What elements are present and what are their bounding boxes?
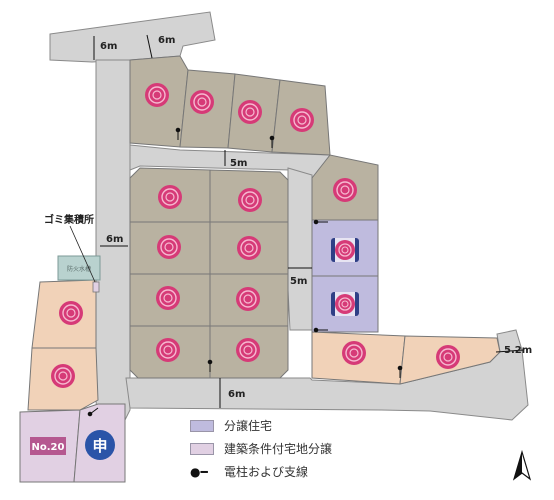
rose-icon (156, 338, 180, 362)
rose-icon (157, 235, 181, 259)
road-width-label: 5.2m (504, 345, 532, 356)
rose-icon (331, 238, 359, 262)
applied-badge-circle (85, 430, 115, 460)
lots-top-row (129, 55, 331, 156)
road-right-mid (287, 167, 313, 331)
garbage-spot (92, 281, 100, 293)
pole-icon (175, 127, 181, 140)
rose-icon (237, 236, 261, 260)
legend: 分譲住宅 建築条件付宅地分譲 ●━ 電柱および支線 (190, 414, 332, 483)
legend-swatch-sale-house (190, 419, 214, 432)
legend-label-sale-house: 分譲住宅 (224, 419, 273, 433)
rose-icon (333, 178, 357, 202)
rose-icon (145, 83, 169, 107)
rose-icon (156, 286, 180, 310)
dimension-lines (93, 34, 525, 408)
rose-icon (331, 292, 359, 316)
road-width-label: 6m (100, 41, 117, 52)
legend-label-conditional-land: 建築条件付宅地分譲 (224, 442, 333, 456)
rose-icon (436, 345, 460, 369)
lot-number-badge (30, 437, 66, 455)
rose-icon (238, 100, 262, 124)
rose-icon (158, 185, 182, 209)
garbage-collection-label: ゴミ集積所 (44, 213, 94, 226)
lots-center-block (129, 167, 289, 379)
lots-left (27, 279, 99, 411)
pole-icon (313, 219, 328, 225)
road-width-label: 6m (158, 35, 175, 46)
rose-icon (59, 301, 83, 325)
applied-badge-label: 申 (92, 437, 107, 455)
rose-markers (51, 83, 460, 388)
rose-icon (190, 90, 214, 114)
lots-right-column (311, 154, 379, 333)
fire-cistern-box (57, 255, 101, 281)
north-arrow-icon (512, 449, 532, 481)
roads (49, 11, 529, 431)
legend-label-utility-pole: 電柱および支線 (224, 465, 309, 479)
garbage-leader-line (69, 225, 96, 283)
legend-swatch-conditional-land (190, 442, 214, 455)
pole-icon (313, 327, 328, 333)
pole-icon (269, 135, 275, 148)
rose-icon (238, 188, 262, 212)
road-width-label: 5m (290, 276, 307, 287)
road-top (49, 11, 216, 63)
rose-icon (236, 338, 260, 362)
utility-pole-icon: ●━ (190, 464, 208, 479)
rose-icon (290, 108, 314, 132)
road-width-label: 6m (106, 234, 123, 245)
road-bottom (125, 329, 529, 421)
road-width-label: 6m (228, 389, 245, 400)
legend-row-utility-pole: ●━ 電柱および支線 (190, 460, 332, 483)
utility-pole-markers (87, 127, 403, 417)
lot-number-label: No.20 (32, 442, 65, 453)
rose-icon (51, 364, 75, 388)
rose-icon (236, 287, 260, 311)
legend-row-sale-house: 分譲住宅 (190, 414, 332, 437)
fire-cistern-label: 防火水槽 (67, 265, 91, 273)
pole-icon (397, 365, 403, 378)
rose-icon (342, 341, 366, 365)
legend-row-conditional-land: 建築条件付宅地分譲 (190, 437, 332, 460)
pole-icon (207, 359, 213, 372)
pole-icon (87, 407, 99, 417)
road-left-vertical (95, 59, 131, 431)
road-width-label: 5m (230, 158, 247, 169)
